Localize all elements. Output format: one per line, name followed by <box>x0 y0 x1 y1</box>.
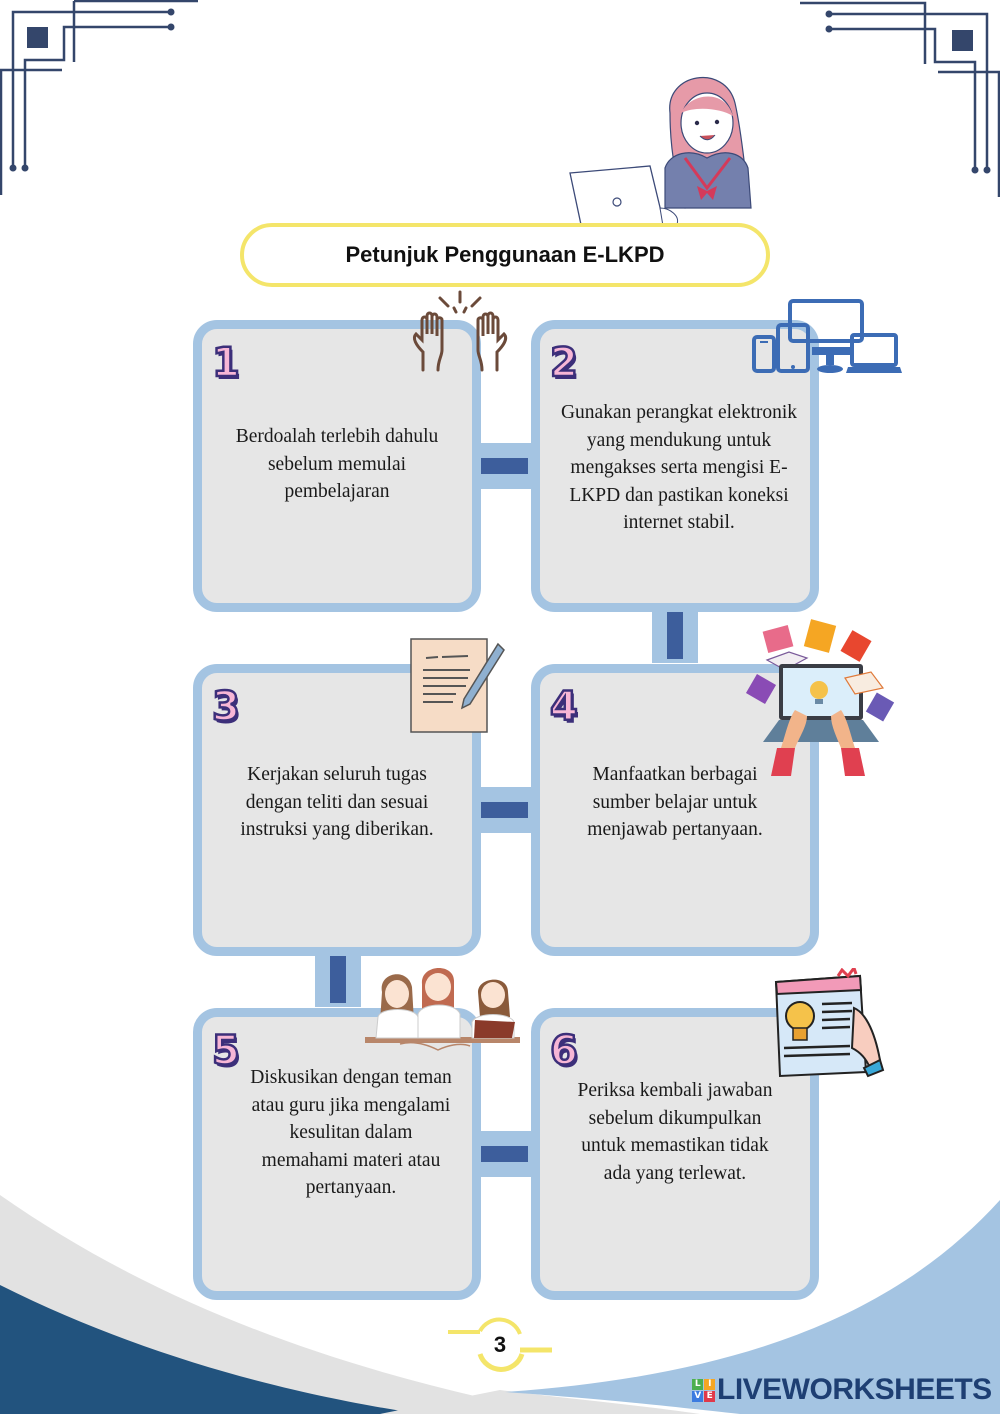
step-number: 5 <box>211 1028 241 1075</box>
wave-dark <box>0 1285 420 1414</box>
step-card-5: 5 Diskusikan dengan teman atau guru jika… <box>193 1008 481 1300</box>
logo-letter: I <box>704 1378 715 1390</box>
page-title-text: Petunjuk Penggunaan E-LKPD <box>345 242 665 267</box>
step-number: 4 <box>549 684 579 731</box>
logo-letter: E <box>704 1390 715 1402</box>
liveworksheets-brand-text: LIVEWORKSHEETS <box>717 1373 992 1406</box>
step-text: Manfaatkan berbagai sumber belajar untuk… <box>587 764 763 840</box>
liveworksheets-logo[interactable]: L I V E LIVEWORKSHEETS <box>692 1372 992 1408</box>
step-text: Diskusikan dengan teman atau guru jika m… <box>250 1067 452 1198</box>
step-text: Berdoalah terlebih dahulu sebelum memula… <box>235 426 439 502</box>
step-card-2: 2 Gunakan perangkat elektronik yang mend… <box>531 320 819 612</box>
page-number: 3 <box>493 1332 507 1357</box>
connector-2-4 <box>652 607 698 663</box>
liveworksheets-logo-icon: L I V E <box>692 1378 715 1402</box>
step-text: Gunakan perangkat elektronik yang menduk… <box>560 402 798 533</box>
girl-laptop-illustration <box>569 76 752 238</box>
praying-hands-icon <box>412 290 508 372</box>
step-text: Periksa kembali jawaban sebelum dikumpul… <box>577 1080 773 1184</box>
circuit-decoration-top-left <box>0 0 198 195</box>
page-number-badge <box>448 1317 552 1372</box>
devices-icon <box>752 299 902 373</box>
step-number: 1 <box>211 340 241 387</box>
connector-3-5 <box>315 951 361 1007</box>
step-card-6: 6 Periksa kembali jawaban sebelum dikump… <box>531 1008 819 1300</box>
connector-5-6 <box>476 1131 532 1177</box>
step-number: 3 <box>211 684 241 731</box>
laptop-books-icon <box>745 619 895 776</box>
students-discussing-icon <box>365 967 520 1051</box>
logo-letter: V <box>692 1390 703 1402</box>
wave-light <box>505 1200 1000 1414</box>
step-text: Kerjakan seluruh tugas dengan teliti dan… <box>240 764 434 840</box>
paper-pencil-icon <box>410 638 505 733</box>
logo-letter: L <box>692 1378 703 1390</box>
step-number: 6 <box>549 1028 579 1075</box>
wave-gray-right <box>380 1390 700 1414</box>
step-number: 2 <box>549 340 579 387</box>
step-card-1: 1 Berdoalah terlebih dahulu sebelum memu… <box>193 320 481 612</box>
step-card-4: 4 Manfaatkan berbagai sumber belajar unt… <box>531 664 819 956</box>
connector-3-4 <box>476 787 532 833</box>
document-lightbulb-icon <box>774 968 885 1078</box>
circuit-decoration-top-right <box>800 1 1000 197</box>
page-title: Petunjuk Penggunaan E-LKPD <box>240 223 770 287</box>
connector-1-2 <box>476 443 532 489</box>
